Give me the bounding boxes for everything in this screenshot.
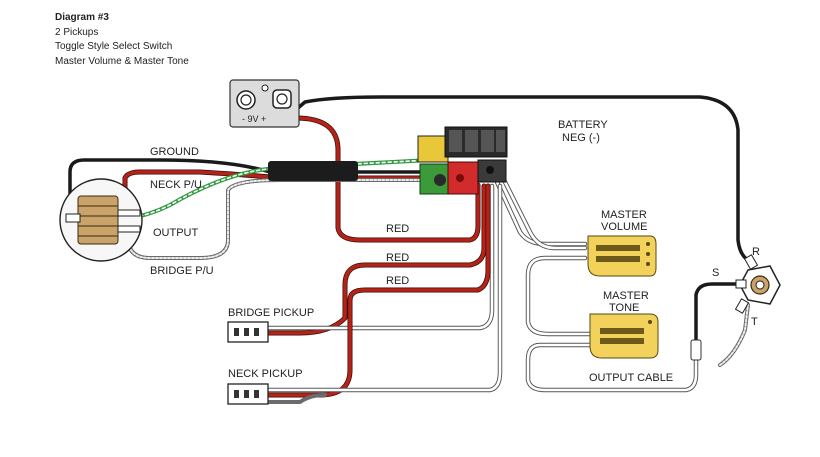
output-cable-shield — [718, 303, 750, 367]
output-label: OUTPUT — [153, 227, 199, 239]
red-wire-label-3: RED — [386, 275, 409, 287]
battery-positive-wire-core — [294, 116, 480, 242]
volume-to-tone-wire-core — [526, 256, 592, 336]
neck-pickup-connector — [227, 383, 269, 405]
red-wire-label-2: RED — [386, 252, 409, 264]
output-cable — [694, 282, 750, 342]
jack-sleeve-label: S — [712, 267, 719, 279]
output-cable-connector — [690, 339, 702, 361]
diagram-title: Diagram #3 — [55, 12, 109, 23]
neck-pu-label: NECK P/U — [150, 179, 202, 191]
battery-clip: - 9V + — [229, 79, 300, 128]
battery-neg-label-line2: NEG (-) — [562, 132, 600, 144]
diagram-subtitle-pickups: 2 Pickups — [55, 26, 99, 38]
output-cable-label: OUTPUT CABLE — [589, 372, 673, 384]
heatshrink-bundle — [268, 161, 358, 181]
master-tone-label-line1: MASTER — [603, 290, 649, 302]
red-wire-label-1: RED — [386, 223, 409, 235]
jack-tip-label: T — [751, 316, 758, 328]
neck-pu-wire-core — [123, 170, 442, 214]
bridge-pu-wire-stripe — [127, 179, 436, 259]
ground-label: GROUND — [150, 146, 199, 158]
switch-to-volume-wire-2 — [502, 179, 588, 251]
bridge-pickup-connector — [227, 321, 269, 343]
master-tone-pot — [589, 313, 659, 359]
select-switch — [417, 126, 508, 195]
volume-to-tone-wire — [525, 255, 593, 337]
neck-pickup-red-wire-core — [266, 184, 490, 397]
battery-negative-wire — [296, 95, 754, 264]
neck-pickup-label: NECK PICKUP — [228, 368, 303, 380]
switch-to-volume-wire-2-core — [503, 180, 587, 250]
jack-ring-label: R — [752, 246, 760, 258]
neck-pickup-shield-wire — [266, 393, 327, 404]
bridge-pu-wire — [126, 178, 437, 260]
output-jack — [734, 254, 781, 314]
master-volume-label-line1: MASTER — [601, 209, 647, 221]
master-tone-label-line2: TONE — [609, 302, 639, 314]
master-volume-label-line2: VOLUME — [601, 221, 647, 233]
battery-polarity-label: - 9V + — [242, 114, 266, 124]
diagram-subtitle-switch: Toggle Style Select Switch — [55, 41, 173, 52]
diagram-header: Diagram #3 2 Pickups Toggle Style Select… — [55, 11, 189, 69]
bridge-pickup-label: BRIDGE PICKUP — [228, 307, 314, 319]
neck-pickup-white-wire-core — [266, 184, 502, 392]
battery-negative-terminal-icon — [236, 90, 256, 110]
diagram-subtitle-controls: Master Volume & Master Tone — [55, 55, 189, 67]
input-jack — [59, 178, 143, 262]
battery-positive-terminal-icon — [272, 89, 292, 109]
battery-neg-label-line1: BATTERY — [558, 119, 608, 131]
bridge-pu-label: BRIDGE P/U — [150, 265, 214, 277]
output-cable-shield-stripe — [719, 304, 749, 366]
bridge-pickup-white-wire-core — [266, 184, 494, 330]
master-volume-pot — [587, 235, 657, 277]
ground-wire — [68, 158, 432, 207]
output-cable-white-wire-core — [526, 343, 698, 392]
